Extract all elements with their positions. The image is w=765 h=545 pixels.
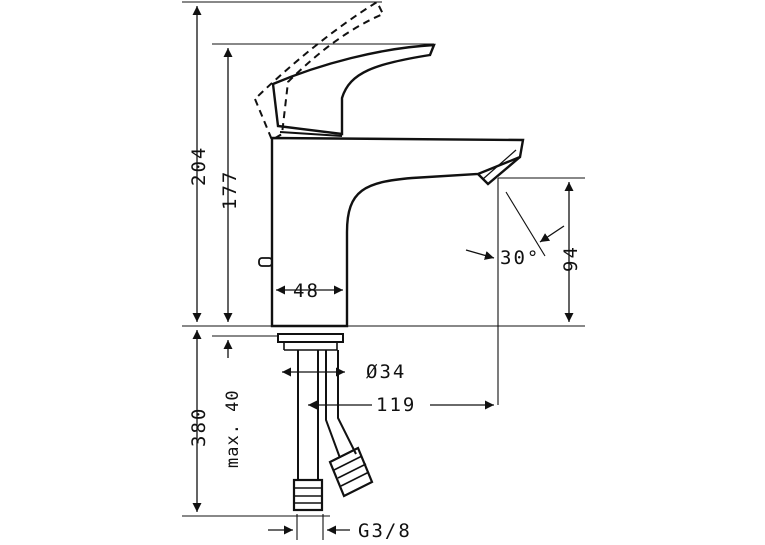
supply-hoses [292, 350, 374, 512]
extension-lines [182, 1, 585, 540]
dim-label-48: 48 [293, 280, 320, 302]
spout-aerator [477, 156, 521, 186]
dim-label-d34: Ø34 [366, 361, 406, 383]
dim-label-177: 177 [219, 170, 241, 210]
body-outline [270, 136, 525, 328]
dim-label-30deg: 30° [500, 247, 540, 269]
dimension-lines [192, 6, 574, 535]
lever-open-position [253, 0, 385, 142]
pop-up-knob [258, 257, 273, 267]
dim-label-380: 380 [188, 407, 210, 447]
dim-label-119: 119 [376, 394, 416, 416]
mounting-shank [277, 333, 344, 351]
dim-label-94: 94 [560, 245, 582, 272]
dim-angle-arrow-right [539, 225, 565, 243]
lever-handle [271, 43, 436, 137]
dim-angle-arrow-left [465, 249, 495, 260]
dim-label-204: 204 [188, 146, 210, 186]
dim-label-g38: G3/8 [358, 520, 412, 542]
hose-fitting-left [292, 478, 324, 512]
faucet-body [258, 136, 525, 328]
hose-fitting-right [328, 446, 374, 498]
dim-label-max40: max. 40 [223, 389, 243, 468]
